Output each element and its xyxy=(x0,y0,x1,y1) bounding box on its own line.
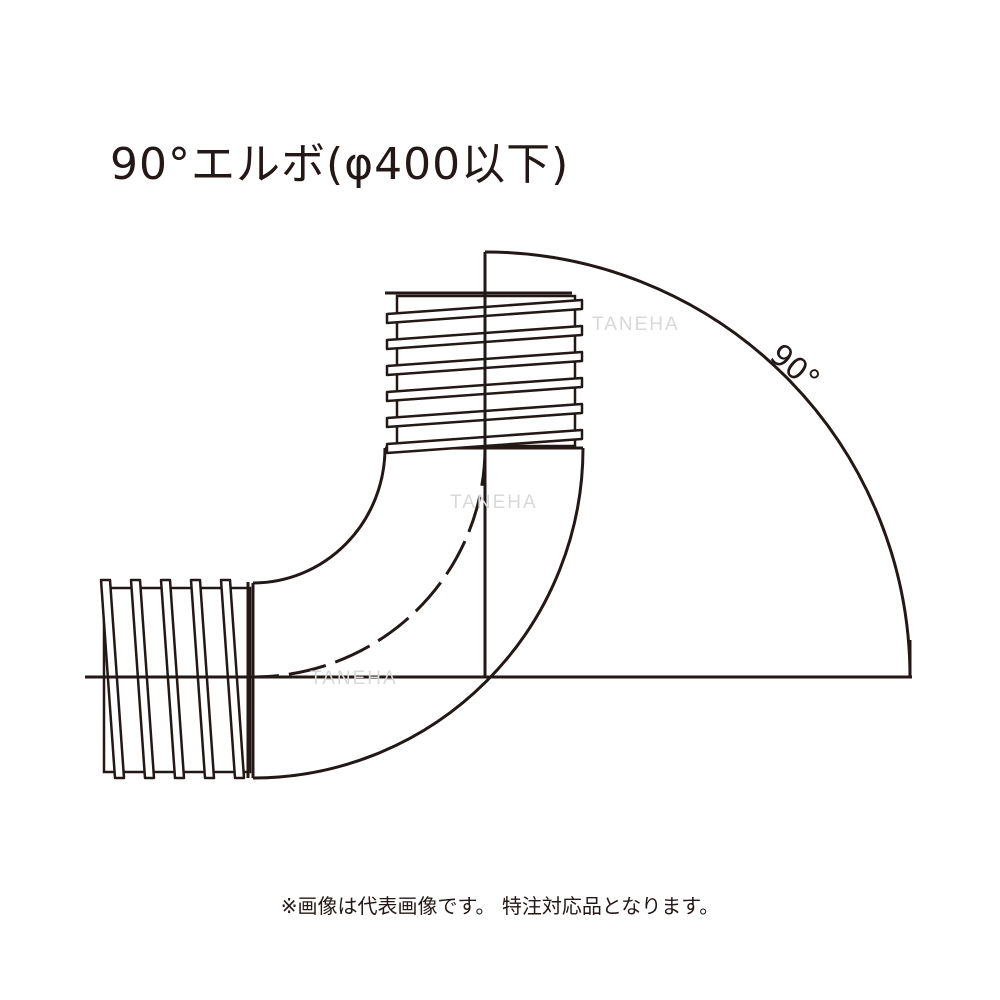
elbow-outer-curve xyxy=(252,447,585,780)
elbow-center-dashed-arc xyxy=(252,447,487,679)
thread-ridge xyxy=(129,578,156,780)
angle-arc xyxy=(484,250,912,678)
watermark: TANEHA xyxy=(592,314,680,335)
thread-ridge xyxy=(219,578,246,780)
watermark: TANEHA xyxy=(450,492,538,513)
thread-ridge xyxy=(159,578,186,780)
diagram-title: 90°エルボ(φ400以下) xyxy=(110,139,570,190)
elbow-inner-curve xyxy=(252,447,387,585)
horizontal-thread xyxy=(99,578,252,780)
watermark: TANEHA xyxy=(310,668,398,689)
angle-label: 90° xyxy=(763,337,826,398)
thread-ridge xyxy=(99,578,126,780)
footnote: ※画像は代表画像です。 特注対応品となります。 xyxy=(280,894,720,918)
thread-ridge xyxy=(189,578,216,780)
